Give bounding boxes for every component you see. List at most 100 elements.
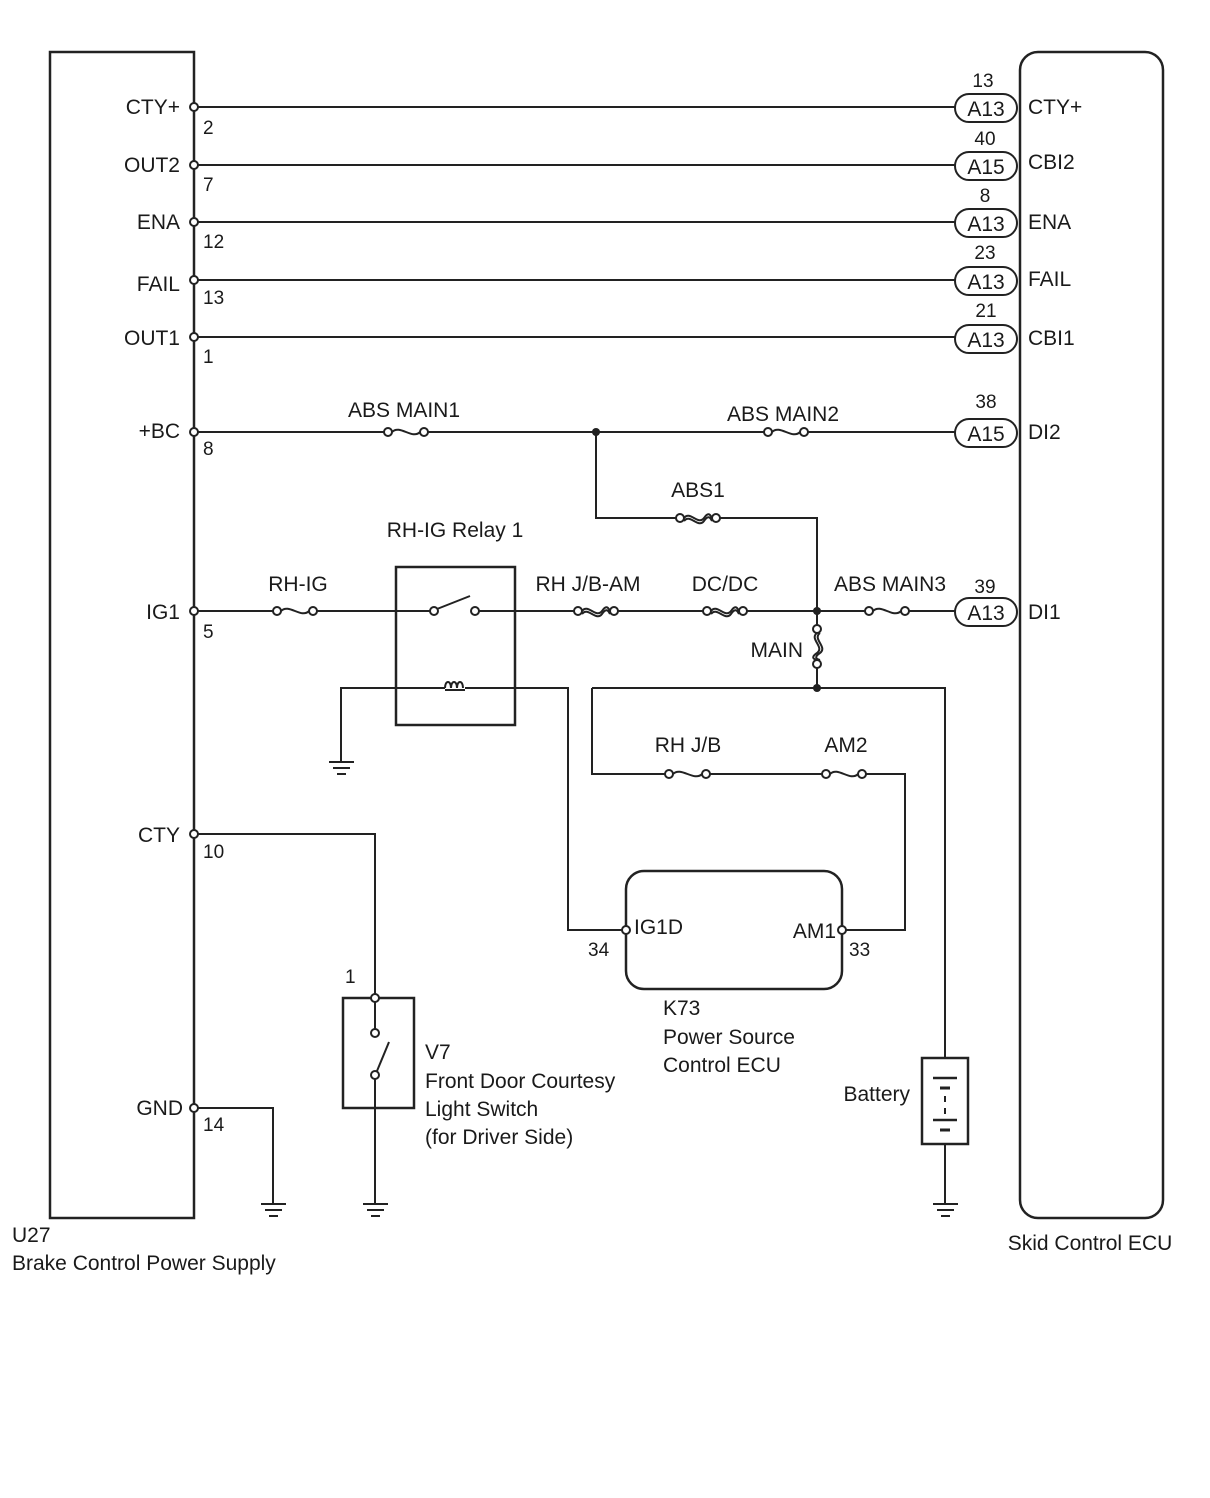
pin-number: 1 [203, 347, 214, 368]
k73-code: K73 [663, 997, 700, 1020]
relay-label: RH-IG Relay 1 [387, 519, 524, 542]
connector-badge [954, 208, 1018, 238]
ig1-wires [194, 610, 955, 688]
battery-cells [933, 1076, 957, 1132]
k73-name-line2: Control ECU [663, 1054, 781, 1077]
k73-pin-label-ig1d: IG1D [634, 916, 683, 939]
junction-dot [813, 684, 821, 692]
connector-pin-number: 8 [980, 186, 991, 207]
fusible-link-rh-jb-am [573, 606, 619, 618]
skid-ecu-connectors: A13 13 CTY+ A15 40 CBI2 A13 8 ENA A13 23… [954, 71, 1082, 627]
u27-name: Brake Control Power Supply [12, 1252, 276, 1275]
skid-control-ecu-box [1018, 50, 1165, 1220]
door-switch-contact [370, 993, 390, 1108]
pin-label-fail: FAIL [137, 273, 180, 296]
connector-badge [954, 266, 1018, 296]
connector-pin-number: 13 [972, 71, 993, 92]
relay-coil [444, 681, 465, 691]
connector-code: A13 [967, 602, 1004, 625]
pin-label-cty: CTY [138, 824, 180, 847]
pin-number: 10 [203, 842, 224, 863]
connector-badge [954, 151, 1018, 181]
main-distribution-wires [591, 687, 958, 1217]
k73-pin-label-am1: AM1 [793, 920, 836, 943]
pin-label-out2: OUT2 [124, 154, 180, 177]
k73-labels: IG1D 34 AM1 33 K73 Power Source Control … [588, 916, 870, 1077]
brake-control-power-supply-box [48, 50, 196, 1220]
fuse-label-rh-ig: RH-IG [268, 573, 328, 596]
fuse-label-am2: AM2 [824, 734, 867, 757]
connector-code: A13 [967, 98, 1004, 121]
pin-number: 13 [203, 288, 224, 309]
connector-code: A15 [967, 423, 1004, 446]
pin-number: 12 [203, 232, 224, 253]
pin-label-ena: ENA [137, 211, 180, 234]
fuse-label-main: MAIN [751, 639, 804, 662]
fuse-label-abs1: ABS1 [671, 479, 725, 502]
connector-code: A13 [967, 271, 1004, 294]
skid-ecu-name: Skid Control ECU [1008, 1232, 1173, 1255]
door-switch-name-line3: (for Driver Side) [425, 1126, 573, 1149]
skid-pin-label-di1: DI1 [1028, 601, 1061, 624]
door-switch-name-line2: Light Switch [425, 1098, 538, 1121]
fuse-label-abs-main3: ABS MAIN3 [834, 573, 946, 596]
connector-badge [954, 93, 1018, 123]
pin-label-ig1: IG1 [146, 601, 180, 624]
connector-pin-number: 40 [974, 129, 995, 150]
fuse-abs-main1 [383, 427, 429, 437]
skid-pin-label-cbi2: CBI2 [1028, 151, 1075, 174]
pin-label-out1: OUT1 [124, 327, 180, 350]
fuse-label-dc-dc: DC/DC [692, 573, 759, 596]
pin-number: 8 [203, 439, 214, 460]
door-switch-box [341, 996, 416, 1110]
rh-ig-relay-box [394, 565, 517, 727]
u27-pin-labels: CTY+ 2 OUT2 7 ENA 12 FAIL 13 OUT1 1 +BC … [124, 96, 225, 1136]
u27-code: U27 [12, 1224, 51, 1247]
connector-pin-number: 39 [974, 577, 995, 598]
pin-label-cty-plus: CTY+ [126, 96, 180, 119]
connector-code: A13 [967, 329, 1004, 352]
pin-number: 7 [203, 175, 214, 196]
fuse-label-abs-main1: ABS MAIN1 [348, 399, 460, 422]
pin-label-gnd: GND [136, 1097, 183, 1120]
u27-pin-terminals [189, 102, 199, 1113]
pin-number: 5 [203, 622, 214, 643]
door-switch-name-line1: Front Door Courtesy [425, 1070, 616, 1093]
connector-badge [954, 418, 1018, 448]
signal-wires [194, 106, 955, 338]
fuse-label-rh-jb-am: RH J/B-AM [536, 573, 641, 596]
door-switch-pin-number: 1 [345, 967, 356, 988]
cty-gnd-wires [194, 833, 388, 1217]
connector-badge [954, 597, 1018, 627]
skid-pin-label-di2: DI2 [1028, 421, 1061, 444]
connector-pin-number: 23 [974, 243, 995, 264]
fuse-label-rh-jb: RH J/B [655, 734, 722, 757]
fuse-label-abs-main2: ABS MAIN2 [727, 403, 839, 426]
pin-label-bc: +BC [139, 420, 180, 443]
pin-number: 2 [203, 118, 214, 139]
battery-label: Battery [843, 1083, 910, 1106]
skid-pin-label-cty-plus: CTY+ [1028, 96, 1082, 119]
fusible-link-dc-dc [702, 606, 748, 618]
connector-pin-number: 38 [975, 392, 996, 413]
fusible-link-main [812, 624, 824, 669]
connector-badge [954, 324, 1018, 354]
pin-number: 14 [203, 1115, 225, 1136]
door-switch-labels: 1 V7 Front Door Courtesy Light Switch (f… [345, 967, 616, 1149]
door-switch-code: V7 [425, 1041, 451, 1064]
connector-code: A13 [967, 213, 1004, 236]
connector-pin-number: 21 [975, 301, 996, 322]
fusible-link-abs1 [675, 513, 721, 525]
k73-pin-terminals [621, 925, 847, 935]
k73-pin-number-33: 33 [849, 940, 870, 961]
relay-coil-wires [329, 687, 626, 931]
junction-dot [592, 428, 600, 436]
fuse-labels: ABS MAIN1 ABS MAIN2 ABS1 RH-IG RH J/B-AM… [268, 399, 946, 757]
fuse-am2 [821, 769, 867, 779]
skid-pin-label-ena: ENA [1028, 211, 1071, 234]
relay-switch-contact [429, 595, 480, 616]
k73-pin-number-34: 34 [588, 940, 610, 961]
junction-dot [813, 607, 821, 615]
fuse-rh-ig [272, 606, 318, 616]
